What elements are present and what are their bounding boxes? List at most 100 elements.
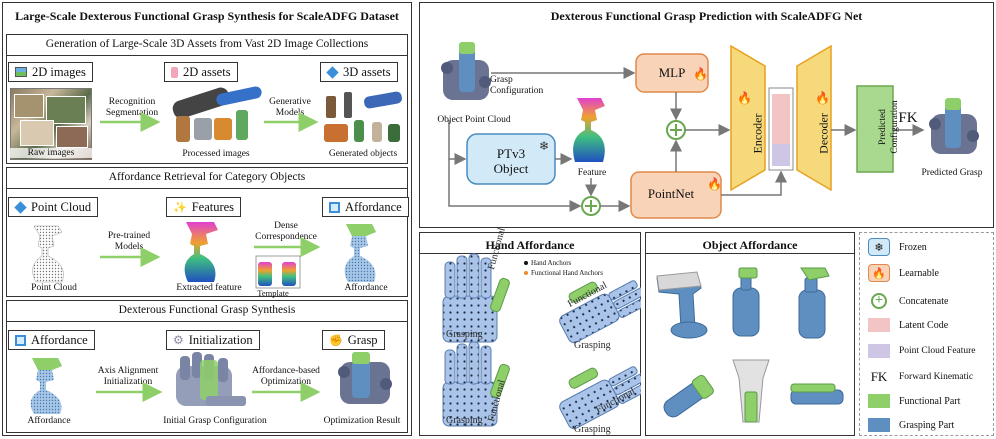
legend-latent: Latent Code: [868, 318, 948, 332]
decoder-shape: [796, 44, 832, 192]
encoder-flame-icon: 🔥: [737, 91, 752, 105]
object-shape: [372, 122, 382, 142]
predicted-config-box: [856, 85, 894, 173]
ptv3-label-line1: PTv3: [496, 146, 526, 161]
object-shape: [324, 124, 348, 142]
assets-section-titlebar: [6, 34, 408, 56]
header-2d-assets: 2D assets: [164, 62, 238, 82]
generated-objects: [322, 88, 406, 148]
caption-point-cloud: Point Cloud: [31, 283, 77, 293]
header-2d-assets-label: 2D assets: [183, 64, 231, 79]
bottle-shape: [194, 118, 212, 140]
ptv3-snowflake-icon: ❄: [539, 139, 549, 153]
object-affordance-graphics: [656, 267, 844, 423]
tube-object: [732, 359, 770, 423]
legend-concatenate: + Concatenate: [868, 292, 948, 310]
header-features: ✨ Features: [166, 197, 242, 217]
drill-object: [656, 271, 708, 339]
header-affordance: Affordance: [322, 197, 409, 217]
grasping-label-1: Grasping: [446, 329, 483, 340]
assets-section-title: Generation of Large-Scale 3D Assets from…: [45, 38, 369, 50]
functional-anchors-label: Functional Hand Anchors: [531, 269, 603, 277]
raw-image-tile: [20, 120, 54, 146]
affordance-bottle: [344, 224, 376, 282]
decoder-label: Decoder: [816, 113, 831, 154]
latent-code-bar: [772, 94, 790, 144]
mlp-flame-icon: 🔥: [693, 67, 708, 81]
object-shape: [388, 124, 400, 142]
stapler-object: [790, 383, 844, 405]
optimization-result-hand: [338, 352, 392, 404]
grasp-config-line2: Configuration: [490, 86, 544, 96]
caption-processed-images: Processed images: [182, 149, 250, 159]
arrow5-label-line2: Initialization: [103, 377, 153, 387]
plus-circle-icon: +: [868, 292, 890, 310]
functional-anchors-legend: Functional Hand Anchors: [524, 269, 603, 277]
header-affordance-label: Affordance: [345, 199, 402, 214]
black-dot-icon: [524, 261, 528, 265]
square-icon: [329, 201, 340, 213]
header-3d-assets: 3D assets: [320, 62, 398, 82]
square-icon: [15, 334, 26, 346]
affordance-retrieval-titlebar: [6, 167, 408, 189]
legend-grasping: Grasping Part: [868, 418, 954, 432]
header-affordance-2: Affordance: [8, 330, 95, 350]
arrow1-label-line2: Segmentation: [105, 108, 159, 118]
hand-model-2: [559, 280, 641, 344]
arrow3-label-line2: Models: [114, 242, 144, 252]
arrow6-label-line2: Optimization: [260, 377, 312, 387]
caption-template: Template: [257, 288, 289, 298]
concat-circle-top: [666, 120, 686, 140]
arrow-pointnet-to-latent: [721, 170, 787, 196]
mlp-box: [635, 53, 709, 93]
feature-label: Feature: [577, 168, 607, 178]
snowflake-icon: ❄: [868, 238, 890, 256]
object-affordance-titlebar: [645, 232, 855, 254]
header-3d-assets-label: 3D assets: [343, 64, 391, 79]
hand-affordance-titlebar: [419, 232, 641, 254]
arrow4-label-line2: Correspondence: [255, 232, 317, 242]
header-grasp: ✊ Grasp: [322, 330, 385, 350]
grasping-swatch: [868, 418, 890, 432]
header-point-cloud: Point Cloud: [8, 197, 99, 217]
affordance-bottle-2: [30, 358, 62, 414]
header-2d-images-label: 2D images: [32, 64, 86, 79]
image-icon: [15, 67, 27, 77]
header-point-cloud-label: Point Cloud: [31, 199, 92, 214]
arrow-object-to-ptv3: [448, 120, 467, 165]
soap-bottle-object: [732, 267, 760, 337]
predicted-grasp-hand: [929, 98, 979, 154]
grasping-label-3: Grasping: [446, 415, 483, 426]
feature-bottle: [184, 222, 218, 282]
caption-raw-images: Raw images: [10, 148, 92, 159]
grasp-config-line1: Grasp: [490, 75, 513, 85]
caption-initial-grasp: Initial Grasp Configuration: [163, 416, 267, 426]
arrow-object-to-concat: [448, 159, 582, 212]
mlp-label: MLP: [658, 65, 686, 80]
arrow5-label-line1: Axis Alignment: [97, 366, 159, 376]
header-2d-images: 2D images: [8, 62, 93, 82]
legend-concatenate-label: Concatenate: [899, 295, 949, 307]
legend-functional: Functional Part: [868, 394, 960, 408]
legend-panel: [859, 232, 994, 436]
bottle-icon: [171, 66, 178, 78]
left-panel-title: Large-Scale Dexterous Functional Grasp S…: [15, 9, 399, 23]
arrow2-label-line1: Generative: [269, 97, 311, 107]
caption-optimization-result: Optimization Result: [323, 416, 401, 426]
header-features-label: Features: [191, 199, 235, 214]
raw-image-tile: [56, 126, 88, 148]
caption-affordance-2: Affordance: [27, 416, 71, 426]
arrow4-label-line1: Dense: [274, 221, 298, 231]
spray-bottle-object: [798, 267, 830, 339]
flashlight-object: [663, 374, 714, 418]
fk-symbol: FK: [870, 369, 888, 384]
caption-generated-objects: Generated objects: [328, 149, 398, 159]
arrow3-label-line1: Pre-trained: [107, 231, 151, 241]
hand-icon: ✊: [329, 334, 343, 347]
legend-frozen-label: Frozen: [899, 241, 927, 253]
bottle-shape: [176, 116, 190, 142]
encoder-shape: [730, 44, 766, 192]
legend-learnable-label: Learnable: [899, 267, 939, 279]
legend-fk: FK Forward Kinematic: [868, 369, 973, 385]
functional-swatch: [868, 394, 890, 408]
